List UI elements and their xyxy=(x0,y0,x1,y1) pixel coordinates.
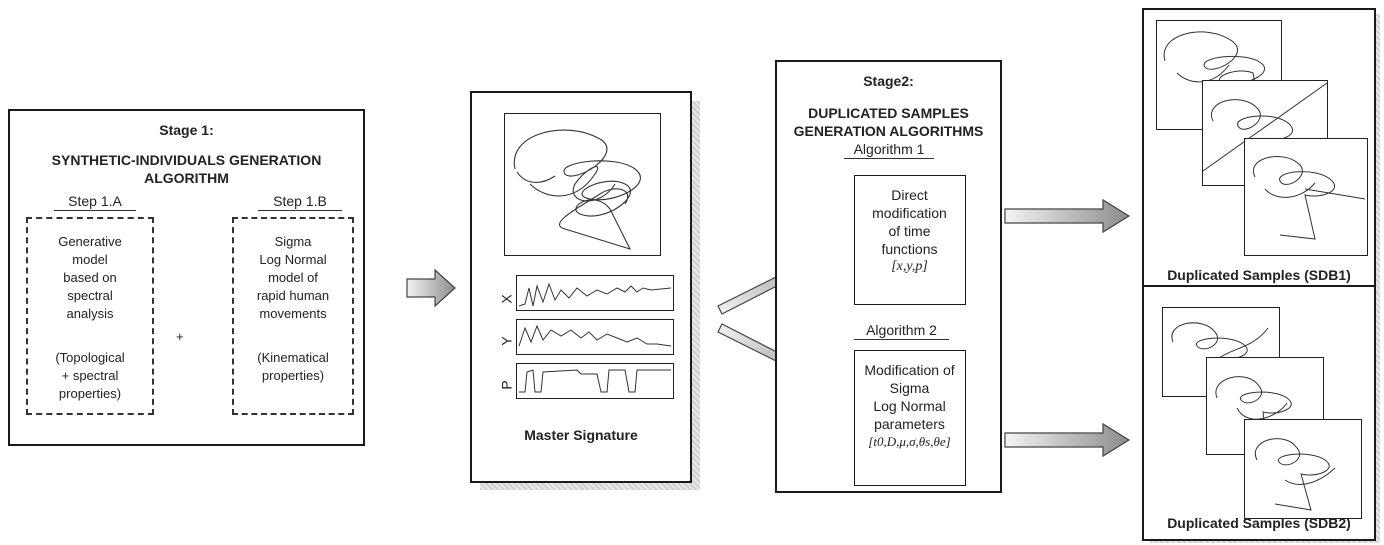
p-signal-plot xyxy=(516,363,674,399)
step-1a-line: based on xyxy=(63,270,117,285)
master-signature-box: X Y P Master Signature xyxy=(470,91,692,483)
sdb1-box: Duplicated Samples (SDB1) xyxy=(1142,8,1376,292)
step-1b-line: Sigma xyxy=(274,234,312,249)
axis-label-x: X xyxy=(498,294,515,304)
sdb1-caption: Duplicated Samples (SDB1) xyxy=(1167,267,1351,283)
algorithm2-description: Modification of Sigma Log Normal paramet… xyxy=(855,361,964,451)
y-signal-trace xyxy=(518,324,672,347)
sdb2-box: Duplicated Samples (SDB2) xyxy=(1142,285,1376,541)
algorithm1-line: Direct xyxy=(891,187,928,203)
step-1a-prop: (Topological xyxy=(55,350,125,365)
axis-label-y: Y xyxy=(498,336,515,346)
stage1-title: Stage 1: xyxy=(159,122,214,138)
y-signal-plot xyxy=(516,319,674,355)
x-signal-trace xyxy=(518,282,672,307)
algorithm2-params: [t0,D,μ,σ,θs,θe] xyxy=(868,434,951,449)
signature-scribble-icon xyxy=(1202,82,1328,172)
step-1a-line: Generative xyxy=(58,234,122,249)
step-1a-line: analysis xyxy=(66,306,114,321)
algorithm1-line: modification xyxy=(872,205,947,221)
algorithm1-description: Direct modification of time functions [x… xyxy=(855,186,964,276)
step-1a-line: model xyxy=(72,252,108,267)
x-signal-plot xyxy=(516,275,674,311)
step-1b-description: Sigma Log Normal model of rapid human mo… xyxy=(234,233,352,323)
signature-scribble-icon xyxy=(1171,322,1269,360)
algorithm1-line: of time xyxy=(888,223,931,239)
step-1b-box: Sigma Log Normal model of rapid human mo… xyxy=(232,217,354,415)
step-1a-prop: properties) xyxy=(58,386,122,401)
stage1-box: Stage 1: SYNTHETIC-INDIVIDUALS GENERATIO… xyxy=(8,109,365,446)
step-1b-prop: properties) xyxy=(261,368,325,383)
stage2-box: Stage2: DUPLICATED SAMPLES GENERATION AL… xyxy=(775,60,1002,493)
algorithm2-line: parameters xyxy=(874,416,945,432)
plus-sign: + xyxy=(176,329,184,344)
sdb2-caption: Duplicated Samples (SDB2) xyxy=(1167,515,1351,531)
step-1b-prop: (Kinematical xyxy=(257,350,329,365)
step-1a-description: Generative model based on spectral analy… xyxy=(28,233,152,323)
algorithm2-line: Modification of xyxy=(864,362,955,378)
signature-scribble-icon xyxy=(1215,376,1292,445)
stage1-subtitle-line1: SYNTHETIC-INDIVIDUALS GENERATION xyxy=(51,152,322,168)
stage2-subtitle-line1: DUPLICATED SAMPLES xyxy=(808,105,969,121)
algorithm2-line: Sigma xyxy=(889,380,930,396)
stage2-subtitle-line2: GENERATION ALGORITHMS xyxy=(793,123,984,139)
signature-scribble-icon xyxy=(513,129,641,250)
arrow-stage1-to-master xyxy=(406,268,456,308)
stage2-title: Stage2: xyxy=(863,73,914,89)
algorithm2-box: Modification of Sigma Log Normal paramet… xyxy=(854,350,966,486)
step-1b-line: rapid human xyxy=(256,288,330,303)
master-signature-caption: Master Signature xyxy=(524,427,638,443)
step-1b-line: model of xyxy=(268,270,318,285)
algorithm1-label: Algorithm 1 xyxy=(844,140,934,159)
signature-scribble-icon xyxy=(1254,438,1336,511)
step-1b-label: Step 1.B xyxy=(258,192,342,211)
algorithm2-line: Log Normal xyxy=(873,398,946,414)
master-signature-image xyxy=(504,113,661,256)
step-1b-line: movements xyxy=(259,306,327,321)
stage1-subtitle: SYNTHETIC-INDIVIDUALS GENERATION ALGORIT… xyxy=(10,151,363,187)
p-signal-trace xyxy=(519,369,671,393)
step-1a-label: Step 1.A xyxy=(54,192,136,211)
step-1b-line: Log Normal xyxy=(259,252,327,267)
stage2-subtitle: DUPLICATED SAMPLES GENERATION ALGORITHMS xyxy=(777,104,1000,140)
arrow-alg1-to-sdb1 xyxy=(1004,198,1131,234)
step-1a-box: Generative model based on spectral analy… xyxy=(26,217,154,415)
arrow-alg2-to-sdb2 xyxy=(1004,422,1131,458)
algorithm1-box: Direct modification of time functions [x… xyxy=(854,175,966,305)
algorithm2-label: Algorithm 2 xyxy=(854,321,949,340)
step-1a-prop: + spectral xyxy=(61,368,119,383)
signature-scribble-icon xyxy=(1163,31,1265,122)
step-1b-properties: (Kinematical properties) xyxy=(234,349,352,385)
stage1-subtitle-line2: ALGORITHM xyxy=(144,170,229,186)
algorithm1-line: functions xyxy=(881,241,938,257)
algorithm1-params: [x,y,p] xyxy=(891,259,928,274)
axis-label-p: P xyxy=(498,380,515,390)
sdb2-sample-3 xyxy=(1244,419,1362,519)
step-1a-properties: (Topological + spectral properties) xyxy=(28,349,152,403)
signature-scribble-icon xyxy=(1252,156,1366,240)
step-1a-line: spectral xyxy=(67,288,113,303)
sdb1-sample-3 xyxy=(1244,138,1368,256)
